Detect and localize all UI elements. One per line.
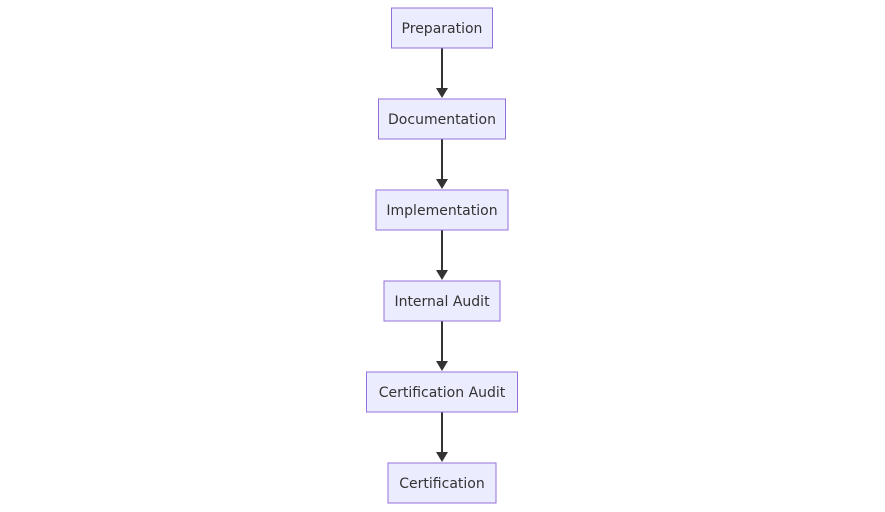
edge-internal-audit-to-certification-audit: [436, 321, 448, 371]
node-certification: Certification: [387, 462, 497, 504]
node-certification-audit: Certification Audit: [366, 371, 518, 413]
node-label: Implementation: [386, 203, 497, 219]
node-box: [375, 189, 509, 231]
node-label: Certification Audit: [379, 385, 506, 401]
node-label: Certification: [399, 476, 484, 492]
node-box: [378, 98, 506, 140]
edge-preparation-to-documentation: [436, 48, 448, 98]
arrowhead-icon: [436, 452, 448, 462]
node-box: [383, 280, 501, 322]
edges-layer: [436, 48, 448, 462]
node-box: [366, 371, 518, 413]
node-box: [387, 462, 497, 504]
node-preparation: Preparation: [391, 7, 493, 49]
node-box: [391, 7, 493, 49]
arrowhead-icon: [436, 88, 448, 98]
arrowhead-icon: [436, 179, 448, 189]
node-implementation: Implementation: [375, 189, 509, 231]
nodes-layer: PreparationDocumentationImplementationIn…: [366, 7, 518, 504]
arrowhead-icon: [436, 270, 448, 280]
node-label: Internal Audit: [394, 294, 490, 310]
edge-documentation-to-implementation: [436, 139, 448, 189]
edge-implementation-to-internal-audit: [436, 230, 448, 280]
node-label: Preparation: [402, 21, 483, 37]
edge-certification-audit-to-certification: [436, 412, 448, 462]
arrowhead-icon: [436, 361, 448, 371]
node-internal-audit: Internal Audit: [383, 280, 501, 322]
node-label: Documentation: [388, 112, 496, 128]
node-documentation: Documentation: [378, 98, 506, 140]
